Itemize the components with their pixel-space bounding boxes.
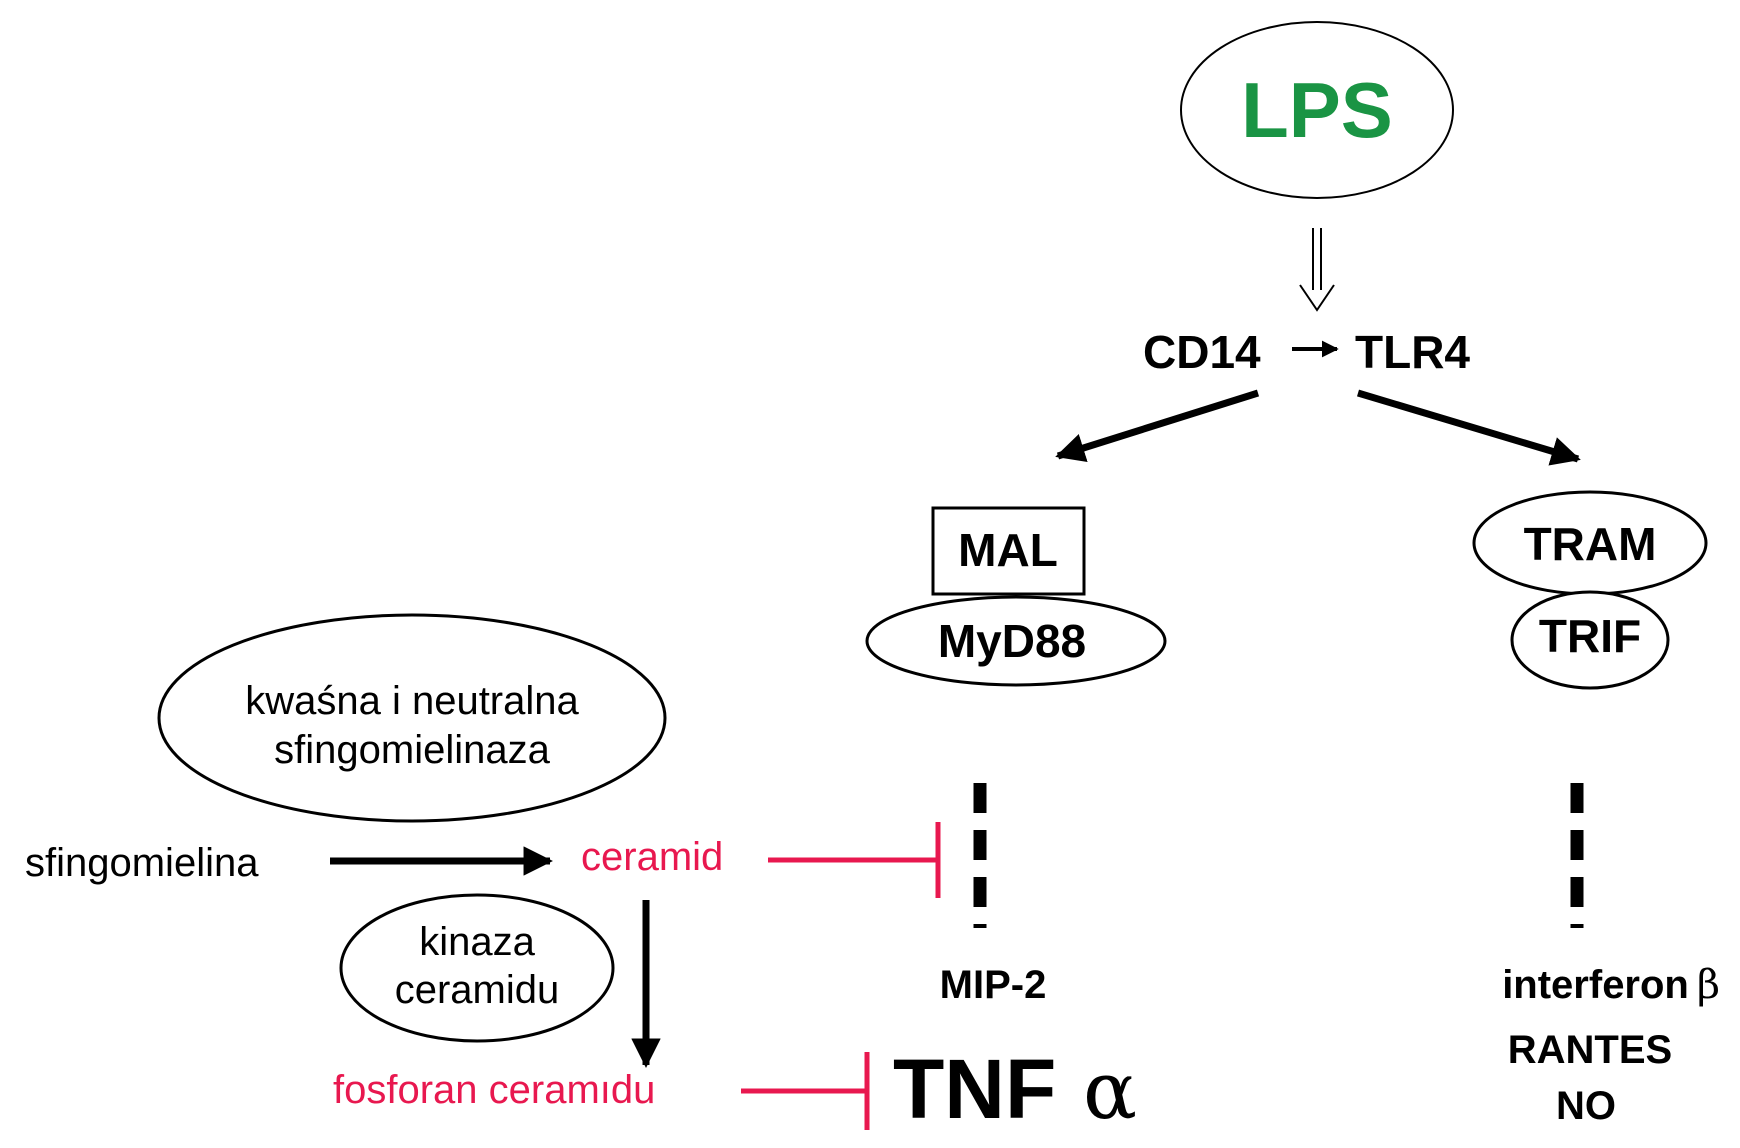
sphingomyelinase-label-line2: sfingomielinaza	[274, 728, 550, 772]
ceramide-kinase-label-line2: ceramidu	[395, 968, 560, 1012]
ceramide-label: ceramid	[581, 835, 723, 879]
lps-node-outline	[1180, 21, 1454, 199]
mal-box	[931, 506, 1086, 596]
rantes-label: RANTES	[1508, 1028, 1672, 1072]
tlr4-to-trif-arrow	[1356, 389, 1581, 466]
sphingomyelinase-label-line1: kwaśna i neutralna	[245, 679, 579, 723]
tlr4-to-myd88-arrow	[1055, 389, 1260, 463]
interferon-text: interferon	[1502, 963, 1689, 1007]
ceramide-kinase-label-line1: kinaza	[419, 920, 535, 964]
tlr4-label: TLR4	[1355, 326, 1470, 378]
lps-to-receptor-arrow	[1299, 228, 1335, 312]
sphingomyelin-label: sfingomielina	[25, 841, 259, 885]
sphingomyelinase-ellipse	[157, 613, 667, 823]
ceramide-inhibition-line	[768, 822, 941, 898]
myd88-label: MyD88	[938, 615, 1086, 667]
tram-label: TRAM	[1524, 518, 1657, 570]
myd88-ellipse	[865, 595, 1167, 687]
ceramide-phosphate-label: fosforan ceramıdu	[333, 1068, 655, 1112]
tnf-alpha-symbol: α	[1083, 1044, 1137, 1137]
ceramide-phosphate-inhibition-line	[741, 1052, 870, 1130]
beta-symbol: β	[1697, 962, 1720, 1008]
tnf-label: TNF	[893, 1042, 1056, 1136]
cd14-label: CD14	[1143, 326, 1261, 378]
no-label: NO	[1556, 1084, 1616, 1128]
trif-ellipse	[1510, 590, 1670, 690]
lps-label: LPS	[1241, 66, 1393, 154]
ceramide-kinase-ellipse	[339, 893, 615, 1043]
mip2-label: MIP-2	[940, 963, 1047, 1007]
mal-label: MAL	[958, 524, 1058, 576]
trif-label: TRIF	[1539, 610, 1641, 662]
